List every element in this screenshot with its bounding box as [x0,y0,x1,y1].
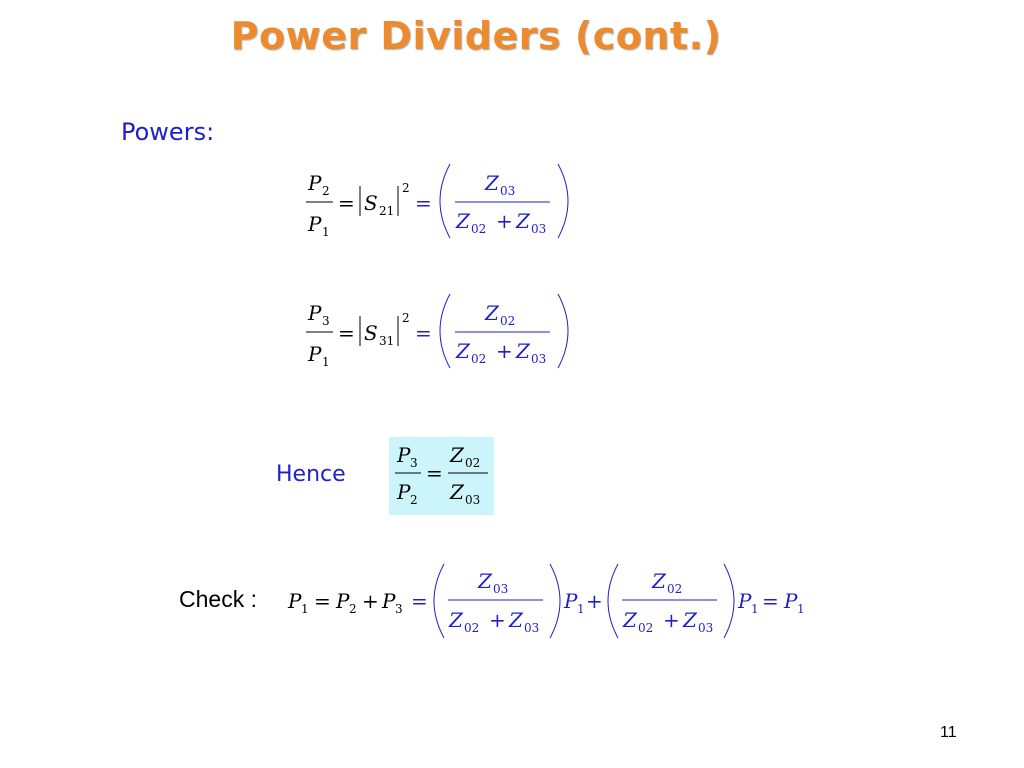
eq1-rhs-den-a: Z [455,209,471,233]
eq2-s: S [364,321,378,345]
eq2-equals-2: = [415,321,432,345]
eq2-paren-left [439,293,451,369]
check-p1: P [287,589,302,613]
check-f2-p: P [737,589,752,613]
check-f1-den-b-sub: 03 [524,621,539,635]
hence-rhs-num: Z [449,443,465,467]
check-f2-paren-left [607,563,619,639]
eq1-paren-left [439,163,451,239]
check-plus-2: + [586,589,603,613]
hence-rhs-den: Z [449,480,465,504]
check-plus-1: + [362,589,379,613]
check-p1-sub: 1 [301,602,309,616]
check-f1-den-b: Z [508,608,524,632]
eq2-paren-right [557,293,569,369]
eq1-equals: = [338,191,355,215]
check-f2-den-a: Z [622,608,638,632]
eq1-lhs-num-sub: 2 [322,184,330,198]
equation-p2-over-p1: P 2 P 1 = S 21 2 = Z 03 Z 02 + Z 03 [306,163,569,239]
page-number: 11 [940,724,957,741]
check-eq-1: = [314,589,331,613]
check-eq-3: = [762,589,779,613]
eq2-rhs-den-a: Z [455,339,471,363]
hence-equals: = [426,461,443,485]
check-result-p-sub: 1 [797,602,805,616]
hence-lhs-den: P [396,480,411,504]
equation-check: P 1 = P 2 + P 3 = Z 03 Z 02 + Z 03 P 1 +… [287,563,805,639]
check-result-p: P [783,589,798,613]
eq2-lhs-num-sub: 3 [322,314,330,328]
check-f2-den-b-sub: 03 [698,621,713,635]
eq2-lhs-den: P [307,342,322,366]
powers-label: Powers: [121,118,215,146]
eq1-plus: + [496,209,513,233]
hence-highlight-box [389,437,494,515]
check-f2-num: Z [651,569,667,593]
check-p3: P [381,589,396,613]
check-f2-paren-right [723,563,735,639]
eq2-lhs-den-sub: 1 [322,355,330,369]
eq2-rhs-den-b: Z [515,339,531,363]
eq2-plus: + [496,339,513,363]
check-f1-p-sub: 1 [577,602,585,616]
eq1-sup: 2 [402,181,410,195]
hence-rhs-den-sub: 03 [465,493,480,507]
slide-title: Power Dividers (cont.) [230,14,722,58]
eq1-s: S [364,191,378,215]
check-f1-paren-left [433,563,445,639]
eq2-rhs-num: Z [484,301,500,325]
hence-lhs-den-sub: 2 [410,493,418,507]
check-p2: P [335,589,350,613]
eq1-rhs-num: Z [484,171,500,195]
eq2-equals: = [338,321,355,345]
eq2-rhs-den-b-sub: 03 [531,352,546,366]
equation-p3-over-p1: P 3 P 1 = S 31 2 = Z 02 Z 02 + Z 03 [306,293,569,369]
check-f1-num: Z [477,569,493,593]
eq1-rhs-num-sub: 03 [500,184,515,198]
eq1-paren-right [557,163,569,239]
eq2-rhs-num-sub: 02 [500,314,515,328]
check-f2-num-sub: 02 [667,582,682,596]
check-eq-2: = [411,589,428,613]
check-f2-den-b: Z [682,608,698,632]
check-f2-p-sub: 1 [751,602,759,616]
eq1-rhs-den-b-sub: 03 [531,222,546,236]
check-p3-sub: 3 [395,602,403,616]
eq1-equals-2: = [415,191,432,215]
check-f1-p: P [563,589,578,613]
hence-label: Hence [276,462,346,487]
check-label: Check : [179,586,257,612]
check-p2-sub: 2 [349,602,357,616]
eq1-rhs-den-a-sub: 02 [471,222,486,236]
equation-hence: P 3 P 2 = Z 02 Z 03 [395,443,488,507]
check-f1-num-sub: 03 [493,582,508,596]
check-f2-den-a-sub: 02 [638,621,653,635]
eq1-lhs-num: P [307,171,322,195]
hence-lhs-num-sub: 3 [410,456,418,470]
eq1-rhs-den-b: Z [515,209,531,233]
eq2-s-sub: 31 [379,334,394,348]
eq2-rhs-den-a-sub: 02 [471,352,486,366]
eq1-s-sub: 21 [379,204,394,218]
eq1-lhs-den: P [307,212,322,236]
check-f2-plus: + [663,608,680,632]
eq2-lhs-num: P [307,301,322,325]
hence-rhs-num-sub: 02 [465,456,480,470]
check-f1-plus: + [489,608,506,632]
check-f1-paren-right [549,563,561,639]
hence-lhs-num: P [396,443,411,467]
eq1-lhs-den-sub: 1 [322,225,330,239]
check-f1-den-a-sub: 02 [464,621,479,635]
check-f1-den-a: Z [448,608,464,632]
eq2-sup: 2 [402,311,410,325]
